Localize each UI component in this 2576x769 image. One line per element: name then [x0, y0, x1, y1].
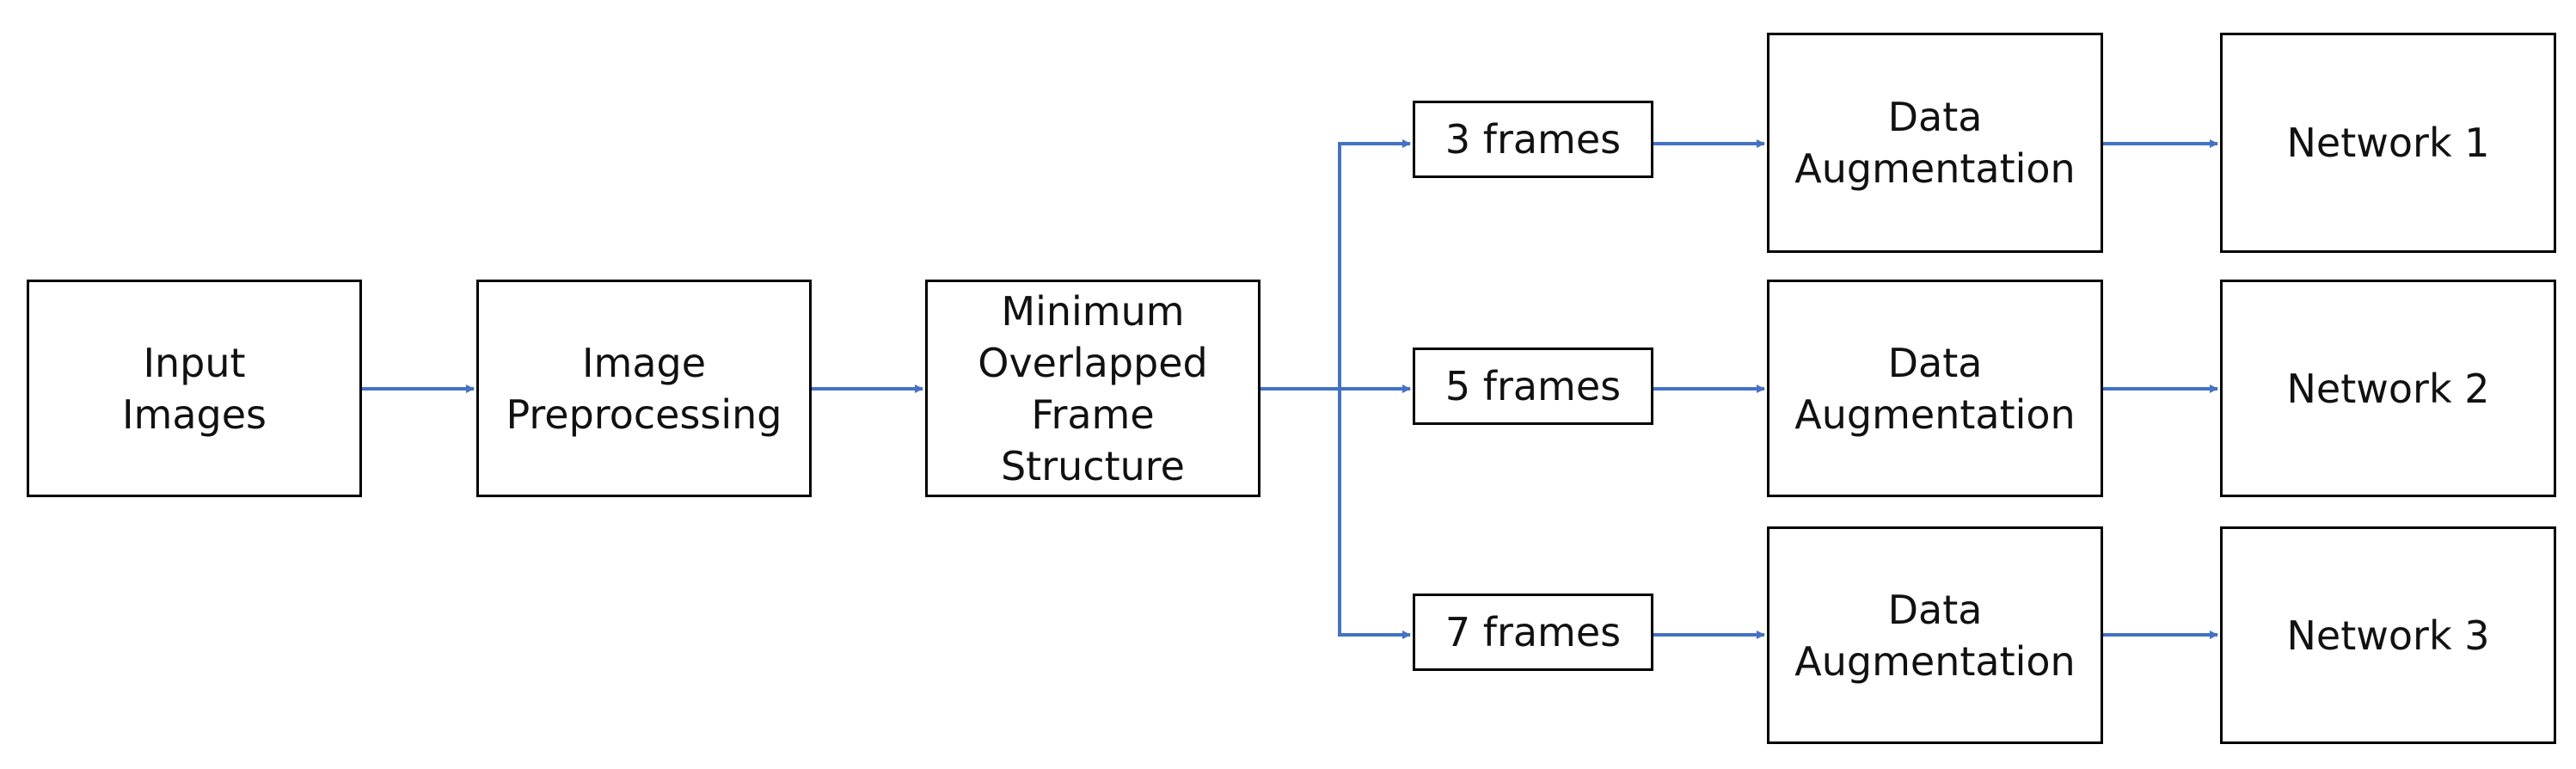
network-2-label: Network 2 — [2286, 365, 2490, 412]
data-augmentation-label-3: Data Augmentation — [1794, 586, 2076, 685]
5-frames-box: 5 frames — [1413, 348, 1653, 425]
data-augmentation-box-3: Data Augmentation — [1767, 526, 2103, 744]
minimum-overlapped-frame-structure-label: Minimum Overlapped Frame Structure — [978, 287, 1208, 489]
3-frames-label: 3 frames — [1444, 116, 1622, 163]
5-frames-label: 5 frames — [1444, 363, 1622, 409]
7-frames-label: 7 frames — [1444, 609, 1622, 655]
input-images-label: Input Images — [121, 339, 267, 438]
image-preprocessing-label: Image Preprocessing — [506, 339, 782, 438]
network-3-label: Network 3 — [2286, 612, 2490, 659]
input-images-box: Input Images — [27, 280, 362, 497]
3-frames-box: 3 frames — [1413, 101, 1653, 178]
network-1-label: Network 1 — [2286, 120, 2490, 166]
data-augmentation-box-2: Data Augmentation — [1767, 280, 2103, 497]
data-augmentation-label-2: Data Augmentation — [1794, 339, 2076, 438]
data-augmentation-box-1: Data Augmentation — [1767, 33, 2103, 253]
data-augmentation-label-1: Data Augmentation — [1794, 94, 2076, 192]
image-preprocessing-box: Image Preprocessing — [476, 280, 812, 497]
network-3-box: Network 3 — [2220, 526, 2556, 744]
network-1-box: Network 1 — [2220, 33, 2556, 253]
7-frames-box: 7 frames — [1413, 594, 1653, 671]
network-2-box: Network 2 — [2220, 280, 2556, 497]
arrow-mofs-to-7-frames — [1338, 389, 1411, 639]
minimum-overlapped-frame-structure-box: Minimum Overlapped Frame Structure — [925, 280, 1260, 497]
arrow-mofs-to-3-frames — [1260, 139, 1411, 391]
